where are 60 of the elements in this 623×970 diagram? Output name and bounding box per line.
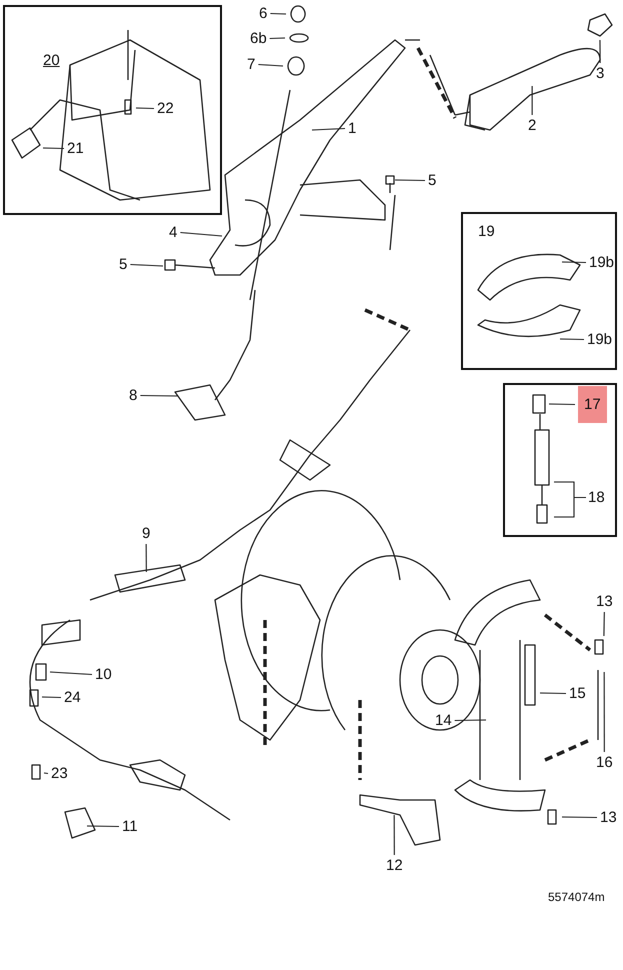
leader-line	[130, 264, 164, 267]
leader-line	[50, 671, 92, 676]
leader-line	[562, 816, 597, 818]
callout-number: 12	[386, 857, 403, 874]
leader-line	[603, 612, 605, 636]
leader-line	[136, 107, 154, 110]
leader-line	[270, 37, 286, 40]
callout-number: 1	[348, 120, 356, 137]
leader-line	[604, 672, 605, 752]
leader-line	[454, 719, 486, 722]
leader-line	[394, 815, 395, 855]
callout-number: 14	[435, 712, 452, 729]
group-number: 20	[43, 52, 60, 69]
callout-number: 22	[157, 100, 174, 117]
leader-line	[560, 338, 584, 340]
callout-number: 6b	[250, 30, 267, 47]
callout-number: 7	[247, 56, 256, 73]
leader-line	[258, 64, 284, 67]
callout-number: 17	[578, 386, 607, 423]
callout-number: 5	[119, 256, 128, 273]
drawing-number: 5574074m	[548, 890, 605, 904]
leader-line	[180, 232, 222, 237]
leader-line	[562, 261, 586, 264]
callout-number: 10	[95, 666, 112, 683]
leader-line	[42, 696, 62, 698]
leader-line	[312, 128, 346, 131]
leader-line	[87, 825, 119, 828]
callout-number: 21	[67, 140, 84, 157]
leader-line	[146, 544, 147, 572]
callout-number: 16	[596, 754, 613, 771]
callout-number: 6	[259, 5, 268, 22]
callout-number: 19b	[587, 331, 612, 348]
callout-number: 15	[569, 685, 586, 702]
callout-number: 24	[64, 689, 81, 706]
leader-line	[140, 394, 178, 397]
leader-line	[553, 481, 587, 518]
callout-number: 4	[169, 224, 178, 241]
callout-number: 13	[600, 809, 617, 826]
callout-number: 11	[122, 818, 138, 835]
leader-line	[540, 692, 566, 694]
callout-number: 3	[596, 65, 604, 82]
callout-number: 18	[588, 489, 605, 506]
inset-frame	[3, 5, 222, 215]
group-number: 19	[478, 223, 495, 240]
leader-line	[44, 772, 48, 774]
callout-number: 13	[596, 593, 613, 610]
leader-line	[42, 147, 64, 150]
callout-number: 5	[428, 172, 436, 189]
callout-number: 8	[129, 387, 138, 404]
callout-number: 9	[142, 525, 150, 542]
leader-line	[599, 40, 601, 63]
callout-number: 23	[51, 765, 68, 782]
leader-line	[548, 403, 576, 406]
inset-frame	[461, 212, 617, 370]
leader-line	[395, 179, 425, 182]
leader-line	[270, 12, 286, 15]
callout-number: 2	[528, 117, 536, 134]
inset-frame	[503, 383, 617, 537]
leader-line	[532, 86, 533, 115]
callout-number: 19b	[589, 254, 614, 271]
